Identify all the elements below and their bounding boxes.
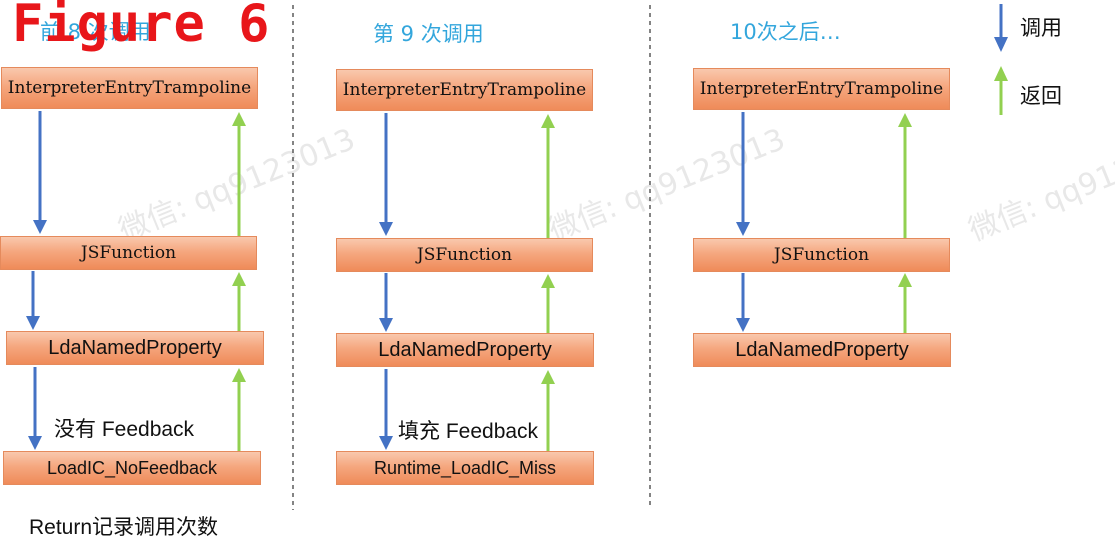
footer-note: Return记录调用次数 [29,516,219,539]
handler-box-1: LoadIC_NoFeedback [3,451,261,485]
note-no-feedback: 没有 Feedback [54,418,195,441]
return-arrowhead [898,273,912,287]
figure-label: Figure 6 [12,0,271,54]
legend-return-label: 返回 [1020,84,1062,108]
jsfunction-box-1: JSFunction [0,236,257,270]
call-arrowhead [736,318,750,332]
bytecode-box-1: LdaNamedProperty [6,331,264,365]
column-title-2: 第 9 次调用 [373,22,484,46]
bytecode-box-2: LdaNamedProperty [336,333,594,367]
call-arrowhead [379,222,393,236]
return-arrowhead [541,274,555,288]
call-arrowhead [26,316,40,330]
legend-return-arrow [994,66,1008,115]
entry-trampoline-box-3: InterpreterEntryTrampoline [693,68,950,110]
return-arrowhead [541,114,555,128]
call-arrowhead [33,220,47,234]
entry-trampoline-box-2: InterpreterEntryTrampoline [336,69,593,111]
return-arrowhead [541,370,555,384]
column-title-1: 前 8 次调用 [40,20,151,44]
call-arrowhead [28,436,42,450]
entry-trampoline-box-1: InterpreterEntryTrampoline [1,67,258,109]
return-arrowhead [232,112,246,126]
call-arrowhead [379,318,393,332]
jsfunction-box-2: JSFunction [336,238,593,272]
handler-box-2: Runtime_LoadIC_Miss [336,451,594,485]
legend-call-arrow [994,4,1008,52]
call-arrowhead [379,436,393,450]
bytecode-box-3: LdaNamedProperty [693,333,951,367]
jsfunction-box-3: JSFunction [693,238,950,272]
column-title-3: 10次之后… [730,20,841,44]
note-fill-feedback: 填充 Feedback [398,420,539,443]
call-arrowhead [736,222,750,236]
return-arrowhead [898,113,912,127]
return-arrowhead [232,368,246,382]
return-arrowhead [232,272,246,286]
legend-call-label: 调用 [1020,16,1062,40]
